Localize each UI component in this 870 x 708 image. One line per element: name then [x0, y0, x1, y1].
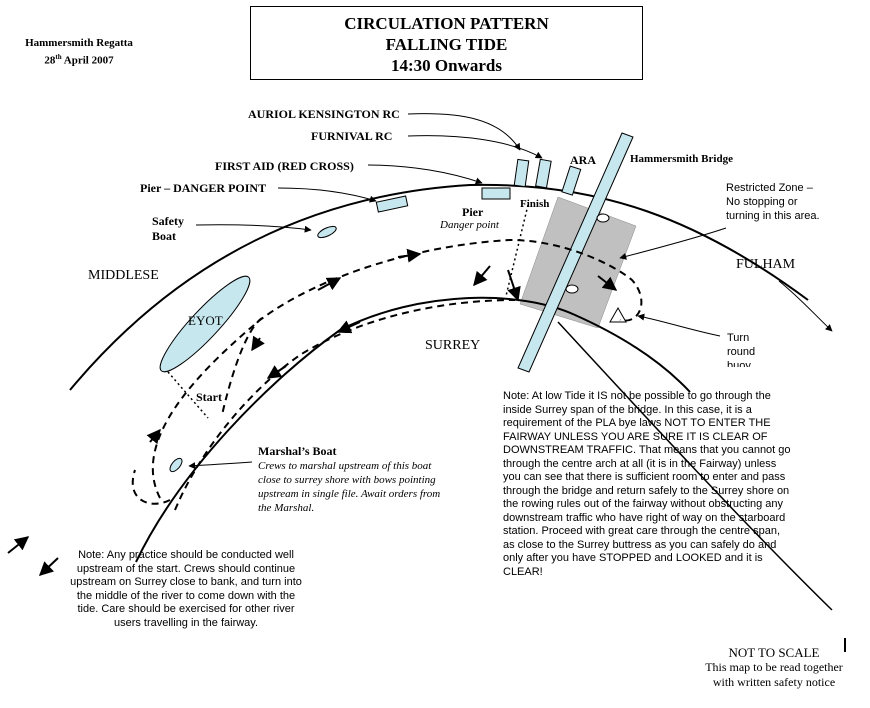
safety-boat-shape — [317, 225, 337, 239]
turn-round-buoy-label: Turn round buoy — [727, 332, 756, 367]
surrey-region: SURREY — [425, 338, 481, 353]
marshals-boat-label: Marshal’s Boat — [258, 444, 337, 458]
auriol-label: AURIOL KENSINGTON RC — [248, 107, 400, 121]
north-bank — [69, 183, 809, 391]
footer-notice: NOT TO SCALE This map to be read togethe… — [690, 645, 858, 690]
tide-arrow-2 — [38, 557, 59, 576]
bridge-pier-south — [565, 284, 579, 294]
middlesex-region: MIDDLESE — [88, 268, 159, 283]
auriol-pontoon — [513, 158, 530, 188]
eyot-label: EYOT — [188, 313, 223, 328]
first-aid-label: FIRST AID (RED CROSS) — [215, 159, 354, 173]
practice-note: Note: Any practice should be conducted w… — [70, 549, 302, 629]
marshal-note: Crews to marshal upstream of this boat c… — [258, 460, 441, 514]
finish-label: Finish — [520, 198, 550, 210]
pier-shape — [481, 187, 511, 200]
label-pointers — [188, 113, 833, 470]
bridge-pier-north — [596, 213, 610, 223]
furnival-label: FURNIVAL RC — [311, 129, 393, 143]
pier-danger-label: Pier – DANGER POINT — [140, 181, 267, 195]
danger-point-label: Danger point — [440, 219, 499, 231]
turn-round-buoy — [609, 306, 627, 323]
furnival-pontoon — [535, 158, 552, 189]
event-header: Hammersmith Regatta 28th April 2007 — [14, 36, 144, 68]
event-date: 28th April 2007 — [44, 53, 114, 67]
marshals-boat-shape — [169, 457, 183, 473]
circulation-pattern — [131, 238, 643, 511]
safety-boat-label: Safety Boat — [152, 214, 184, 243]
read-together-1: This map to be read together — [705, 660, 843, 674]
hammersmith-bridge-shape — [517, 132, 634, 373]
read-together-2: with written safety notice — [712, 675, 836, 689]
low-tide-note: Note: At low Tide it IS not be possible … — [503, 390, 791, 578]
finish-line — [505, 204, 529, 297]
title-line-1: CIRCULATION PATTERN — [344, 14, 549, 33]
tide-arrow-1 — [7, 536, 30, 554]
south-bank — [135, 296, 691, 563]
title-line-2: FALLING TIDE — [385, 35, 508, 54]
start-label: Start — [196, 390, 222, 404]
hammersmith-bridge-label: Hammersmith Bridge — [630, 153, 733, 165]
not-to-scale: NOT TO SCALE — [728, 645, 820, 660]
route-line — [557, 321, 833, 611]
restricted-zone-note: Restricted Zone – No stopping or turning… — [726, 182, 820, 222]
ara-pontoon — [561, 165, 582, 196]
pier-label: Pier — [462, 205, 484, 219]
event-name: Hammersmith Regatta — [25, 37, 133, 49]
title-line-3: 14:30 Onwards — [391, 56, 502, 75]
title-box: CIRCULATION PATTERN FALLING TIDE 14:30 O… — [250, 6, 643, 80]
fulham-region: FULHAM — [736, 257, 796, 272]
pier-danger-point-shape — [375, 195, 409, 213]
start-line — [167, 371, 209, 419]
direction-arrows — [146, 248, 618, 445]
ara-label: ARA — [570, 153, 596, 167]
eyot-island — [159, 275, 251, 373]
